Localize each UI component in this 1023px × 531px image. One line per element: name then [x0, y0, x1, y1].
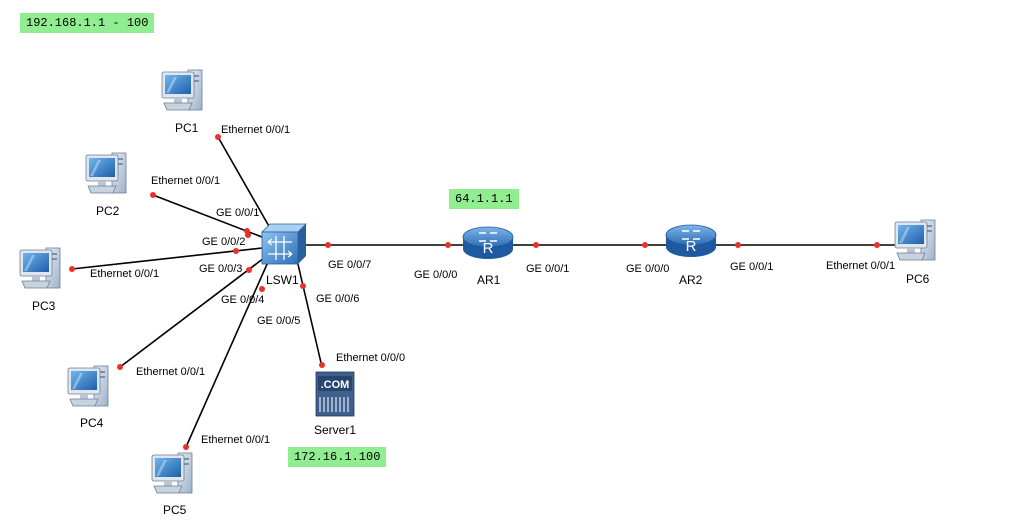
pc-icon	[161, 69, 203, 111]
pc5-port-label: Ethernet 0/0/1	[201, 434, 270, 446]
switch-port-7-label: GE 0/0/7	[328, 259, 371, 271]
link-pc5-switch	[185, 261, 269, 448]
router-ar1[interactable]: AR1	[462, 226, 514, 287]
pc-icon	[85, 152, 127, 194]
port-dot	[259, 286, 265, 292]
pc-icon	[894, 219, 936, 261]
pc1-device[interactable]: PC1	[161, 69, 203, 135]
ar1-in-port-label: GE 0/0/0	[414, 269, 457, 281]
switch-port-4-label: GE 0/0/4	[221, 294, 264, 306]
port-dot	[325, 242, 331, 248]
switch-label: LSW1	[266, 273, 299, 287]
switch-port-5-label: GE 0/0/5	[257, 315, 300, 327]
pc-icon	[19, 247, 61, 289]
pc-icon	[67, 365, 109, 407]
pc4-label: PC4	[80, 416, 104, 430]
switch-icon	[261, 223, 307, 265]
pc5-label: PC5	[163, 503, 187, 517]
server1-label: Server1	[314, 423, 356, 437]
router-icon	[665, 224, 717, 258]
port-dot	[445, 242, 451, 248]
pc3-port-label: Ethernet 0/0/1	[90, 268, 159, 280]
port-dot	[246, 267, 252, 273]
pc6-port-label: Ethernet 0/0/1	[826, 260, 895, 272]
switch-port-3-label: GE 0/0/3	[199, 263, 242, 275]
pc-icon	[151, 452, 193, 494]
pc6-device[interactable]: PC6	[894, 219, 936, 286]
public-ip-note[interactable]: 64.1.1.1	[449, 189, 519, 209]
port-dot	[319, 362, 325, 368]
switch-lsw1[interactable]: LSW1	[261, 223, 307, 287]
server1-device[interactable]: .COM Server1	[314, 371, 356, 437]
server-badge-label: .COM	[321, 379, 350, 391]
switch-port-1-label: GE 0/0/1	[216, 207, 259, 219]
ar1-label: AR1	[477, 273, 501, 287]
pc2-device[interactable]: PC2	[85, 152, 127, 218]
pc5-device[interactable]: PC5	[151, 452, 193, 517]
server-icon: .COM	[315, 371, 355, 417]
link-pc4-switch	[119, 257, 265, 368]
ar1-out-port-label: GE 0/0/1	[526, 263, 569, 275]
pc1-port-label: Ethernet 0/0/1	[221, 124, 290, 136]
ar2-out-port-label: GE 0/0/1	[730, 261, 773, 273]
link-pc1-switch	[217, 136, 271, 229]
lan-range-note[interactable]: 192.168.1.1 - 100	[20, 13, 155, 33]
ar2-in-port-label: GE 0/0/0	[626, 263, 669, 275]
port-dot	[874, 242, 880, 248]
pc3-device[interactable]: PC3	[19, 247, 61, 313]
pc4-device[interactable]: PC4	[67, 365, 109, 430]
router-ar2[interactable]: AR2	[665, 224, 717, 287]
router-icon	[462, 226, 514, 260]
port-dot	[150, 192, 156, 198]
port-dot	[245, 232, 251, 238]
switch-port-2-label: GE 0/0/2	[202, 236, 245, 248]
server-port-label: Ethernet 0/0/0	[336, 352, 405, 364]
pc4-port-label: Ethernet 0/0/1	[136, 366, 205, 378]
port-dot	[233, 248, 239, 254]
port-dot	[117, 364, 123, 370]
port-dot	[215, 134, 221, 140]
pc6-label: PC6	[906, 272, 930, 286]
pc2-port-label: Ethernet 0/0/1	[151, 175, 220, 187]
switch-port-6-label: GE 0/0/6	[316, 293, 359, 305]
link-pc2-switch	[152, 194, 263, 238]
link-server-switch	[296, 259, 323, 368]
port-dot	[69, 266, 75, 272]
ar2-label: AR2	[679, 273, 703, 287]
port-dot	[533, 242, 539, 248]
link-pc3-switch	[71, 247, 263, 270]
port-dot	[183, 444, 189, 450]
pc1-label: PC1	[175, 121, 199, 135]
port-dot	[300, 283, 306, 289]
server-ip-note[interactable]: 172.16.1.100	[288, 447, 387, 467]
port-dot	[735, 242, 741, 248]
port-dot	[642, 242, 648, 248]
pc2-label: PC2	[96, 204, 120, 218]
pc3-label: PC3	[32, 299, 56, 313]
